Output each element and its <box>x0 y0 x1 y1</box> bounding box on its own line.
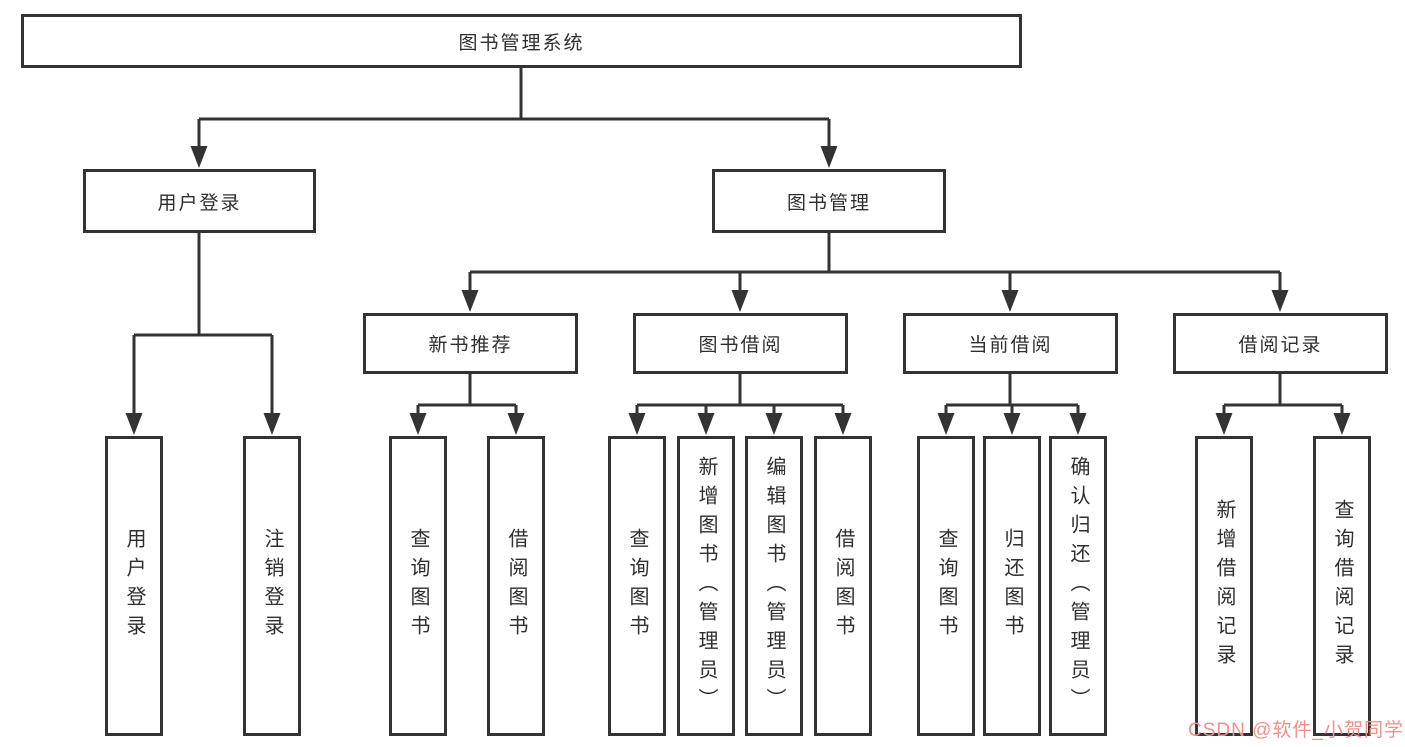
leaf-add-borrow-record: 新增借阅记录 <box>1195 436 1253 736</box>
leaf-borrow-book-1: 借阅图书 <box>487 436 545 736</box>
leaf-borrow-book-2: 借阅图书 <box>814 436 872 736</box>
leaf-user-login: 用户登录 <box>105 436 163 736</box>
node-user-login: 用户登录 <box>83 169 316 233</box>
node-borrow-record: 借阅记录 <box>1173 313 1388 374</box>
leaf-return-book: 归还图书 <box>983 436 1041 736</box>
csdn-watermark: CSDN @软件_小贺同学 <box>1188 720 1404 741</box>
leaf-query-borrow-record: 查询借阅记录 <box>1313 436 1371 736</box>
node-current-borrow: 当前借阅 <box>903 313 1118 374</box>
leaf-logout: 注销登录 <box>243 436 301 736</box>
node-book-borrow: 图书借阅 <box>633 313 848 374</box>
node-new-book-recommend: 新书推荐 <box>363 313 578 374</box>
leaf-query-book-3: 查询图书 <box>917 436 975 736</box>
leaf-query-book-1: 查询图书 <box>389 436 447 736</box>
leaf-confirm-return-admin: 确认归还（管理员） <box>1049 436 1107 736</box>
leaf-edit-book-admin: 编辑图书（管理员） <box>745 436 803 736</box>
leaf-add-book-admin: 新增图书（管理员） <box>677 436 735 736</box>
node-root: 图书管理系统 <box>21 14 1022 68</box>
leaf-query-book-2: 查询图书 <box>608 436 666 736</box>
node-book-management: 图书管理 <box>712 169 946 233</box>
